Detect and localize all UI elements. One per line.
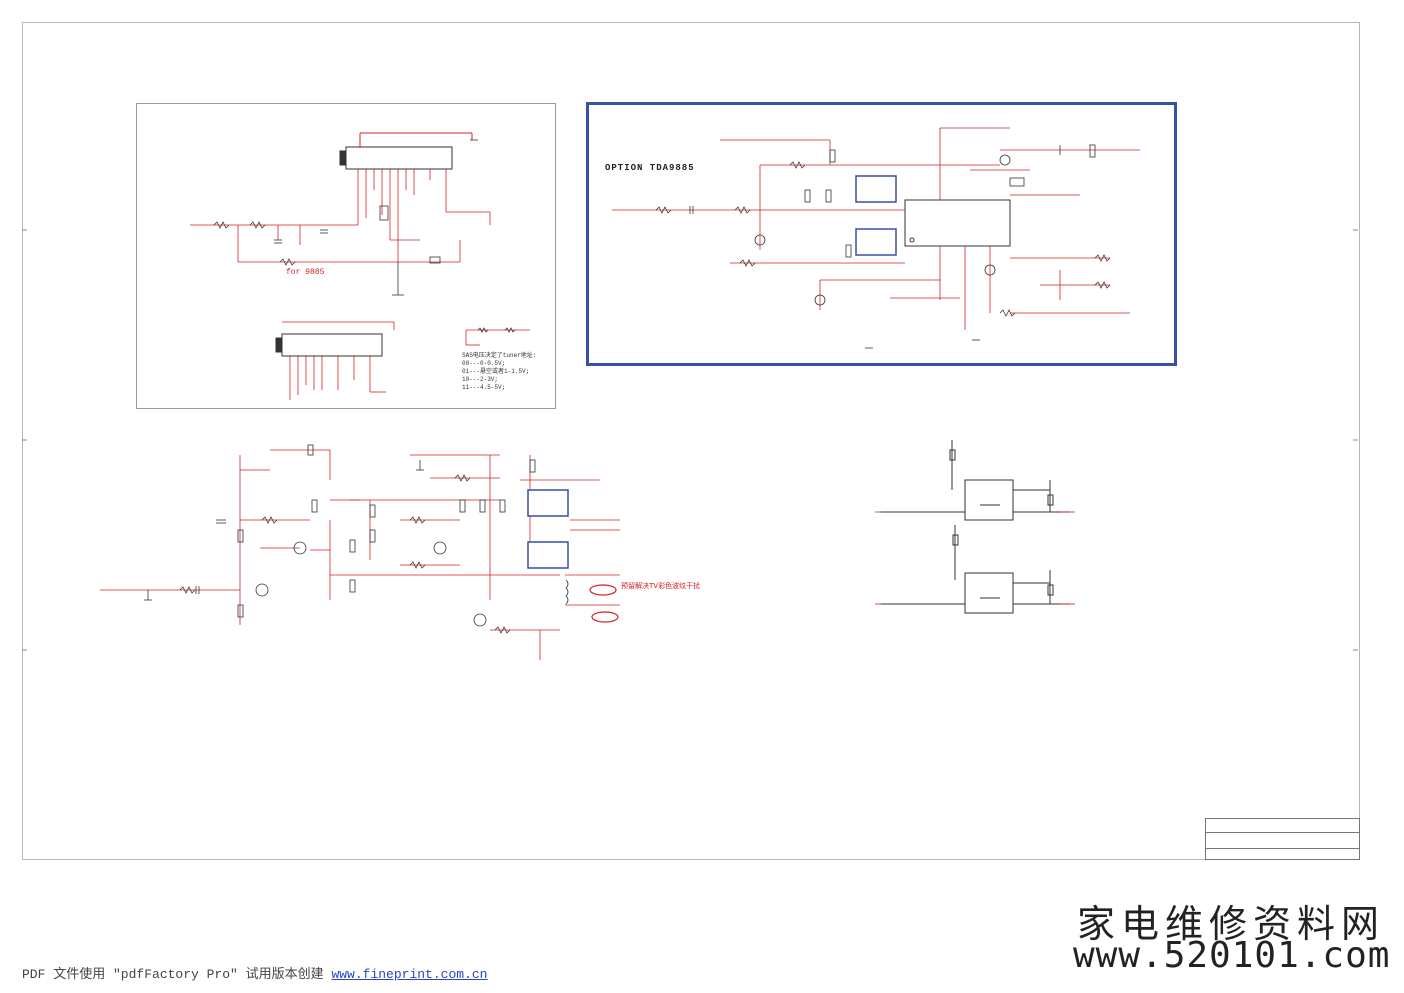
footer-text: PDF 文件使用 "pdfFactory Pro" 试用版本创建: [22, 967, 332, 982]
for-9885-note: for 9885: [286, 268, 325, 277]
tuner-panel: [136, 103, 556, 409]
footer-link[interactable]: www.fineprint.com.cn: [331, 967, 488, 982]
watermark-url: www.520101.com: [1073, 935, 1391, 976]
tda9885-passives: [655, 144, 1111, 349]
tuner-wiring-red: [190, 211, 491, 263]
tuner-note-line: SAS电压决定了tuner地址:: [462, 352, 537, 359]
option-tda9885-panel: [586, 102, 1177, 366]
switch-lower: [880, 525, 1070, 614]
tuner-ic-block: [339, 132, 473, 170]
tv-interference-note: 预留解决TV彩色波纹干扰: [621, 582, 701, 590]
switch-upper: [880, 440, 1070, 521]
tuner-note-line: 00---0-0.5V;: [462, 360, 506, 367]
tuner-address-note: SAS电压决定了tuner地址: 00---0-0.5V; 01---悬空或者1…: [462, 352, 536, 392]
watermark-site-name: 家电维修资料网: [1077, 902, 1386, 946]
schematic-sheet-border: [22, 22, 1360, 860]
sheet-ticks: [22, 229, 1358, 651]
second-tuner-pins: [289, 356, 386, 400]
option-title: OPTION TDA9885: [605, 163, 695, 173]
saw-filters: [855, 175, 897, 256]
tuner-passives: [213, 139, 478, 296]
red-circles: [589, 584, 619, 623]
pdf-footer: PDF 文件使用 "pdfFactory Pro" 试用版本创建 www.fin…: [22, 963, 487, 982]
tuner-note-line: 11---4.5-5V;: [462, 384, 506, 391]
if-amp-parts: [144, 444, 569, 634]
title-block: [1205, 818, 1360, 860]
sas-divider: [465, 327, 530, 346]
if-amp-wiring: [100, 449, 620, 660]
tuner-note-line: 01---悬空或者1-1.5V;: [462, 368, 530, 375]
tuner-ic-pins: [357, 169, 447, 262]
second-tuner-ic: [275, 321, 395, 357]
tuner-note-line: 10---2-3V;: [462, 376, 499, 383]
tda9885-ic: [904, 199, 1011, 247]
switch-labels-red: [875, 511, 1075, 605]
